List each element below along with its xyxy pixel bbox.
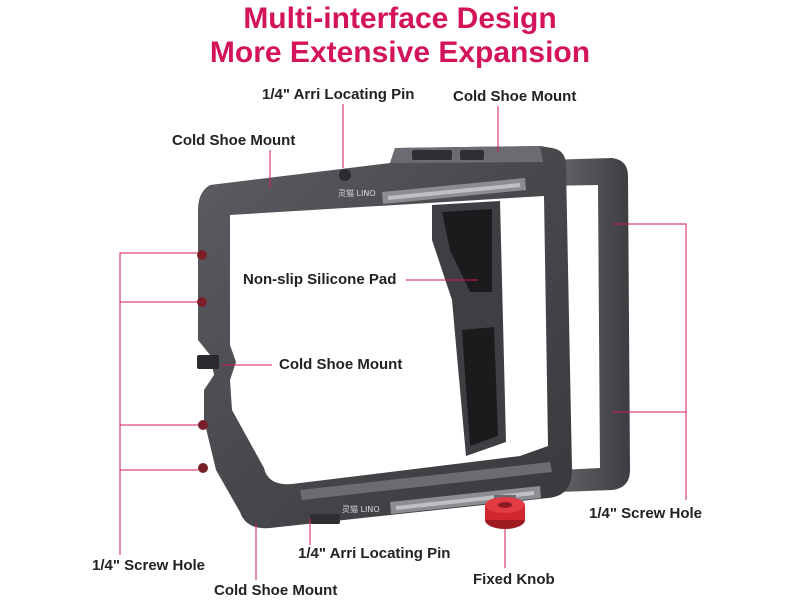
leader-lines <box>119 104 687 580</box>
headline-line-2: More Extensive Expansion <box>209 36 591 69</box>
cage-right-rail <box>545 158 630 492</box>
silicone-pad-lower <box>462 327 498 446</box>
label-arri-pin-bottom: 1/4" Arri Locating Pin <box>298 545 451 562</box>
headline-line-1: Multi-interface Design <box>243 2 557 35</box>
label-cold-shoe-top-left: Cold Shoe Mount <box>172 132 296 149</box>
label-screw-hole-right: 1/4" Screw Hole <box>589 505 702 522</box>
label-cold-shoe-bottom: Cold Shoe Mount <box>214 582 338 599</box>
silicone-pad-upper <box>442 209 492 292</box>
fixed-knob-icon <box>485 495 525 529</box>
label-screw-hole-left: 1/4" Screw Hole <box>92 557 205 574</box>
label-arri-pin-top: 1/4" Arri Locating Pin <box>262 86 415 103</box>
label-silicone-pad: Non-slip Silicone Pad <box>243 271 397 288</box>
label-cold-shoe-top-right: Cold Shoe Mount <box>453 88 577 105</box>
bottom-brand-mark: 灵猫 LINO <box>342 504 380 514</box>
label-fixed-knob: Fixed Knob <box>473 571 555 588</box>
top-brand-strip <box>382 178 526 204</box>
label-cold-shoe-middle: Cold Shoe Mount <box>279 356 403 373</box>
left-screw-holes <box>197 250 219 473</box>
top-brand-mark: 灵猫 LINO <box>338 188 376 198</box>
handle-bar <box>432 201 506 456</box>
